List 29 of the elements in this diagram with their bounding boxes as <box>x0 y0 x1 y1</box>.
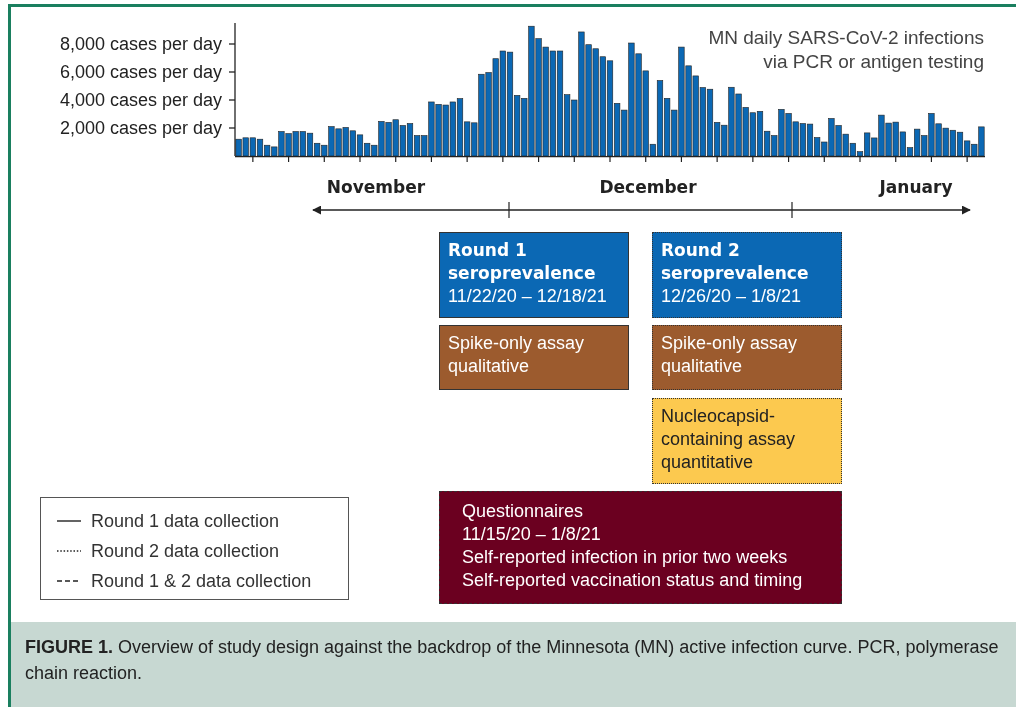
box-line: 12/26/20 – 1/8/21 <box>661 285 803 308</box>
box-line: 11/15/20 – 1/8/21 <box>462 523 602 546</box>
box-heading: Round 1 seroprevalence <box>448 239 597 285</box>
box-text: Questionnaires <box>462 500 585 523</box>
chart-title: MN daily SARS-CoV-2 infections via PCR or antigen testing <box>707 26 984 74</box>
month-label: November <box>326 177 426 197</box>
month-label: January <box>879 177 953 197</box>
box-line: 11/22/20 – 12/18/21 <box>448 285 608 308</box>
caption-text: FIGURE 1. Overview of study design against the backdrop of the Minnesota (MN) active infection curve. PCR, polymerase chain reaction. <box>25 637 999 683</box>
box-heading: Round 2 seroprevalence <box>661 239 810 285</box>
legend-text: Round 2 data collection <box>91 540 280 562</box>
questionnaire-box <box>439 491 842 604</box>
box-text: Spike-only assay qualitative <box>661 332 799 378</box>
box-text: Spike-only assay qualitative <box>448 332 586 378</box>
tick-label: 8,000 cases per day <box>59 34 222 54</box>
round-box <box>439 232 629 318</box>
tick-label: 6,000 cases per day <box>59 62 222 82</box>
assay-box <box>652 325 842 390</box>
month-label: December <box>599 177 697 197</box>
legend-text: Round 1 & 2 data collection <box>91 570 312 592</box>
assay-box <box>652 398 842 484</box>
box-line: Self-reported vaccination status and timing <box>462 569 804 592</box>
tick-label: 4,000 cases per day <box>59 90 222 110</box>
box-line: Self-reported infection in prior two weeks <box>462 546 789 569</box>
round-box <box>652 232 842 318</box>
tick-label: 2,000 cases per day <box>59 118 222 138</box>
legend-text: Round 1 data collection <box>91 510 280 532</box>
assay-box <box>439 325 629 390</box>
box-text: Nucleocapsid-containing assay quantitative <box>661 405 797 474</box>
